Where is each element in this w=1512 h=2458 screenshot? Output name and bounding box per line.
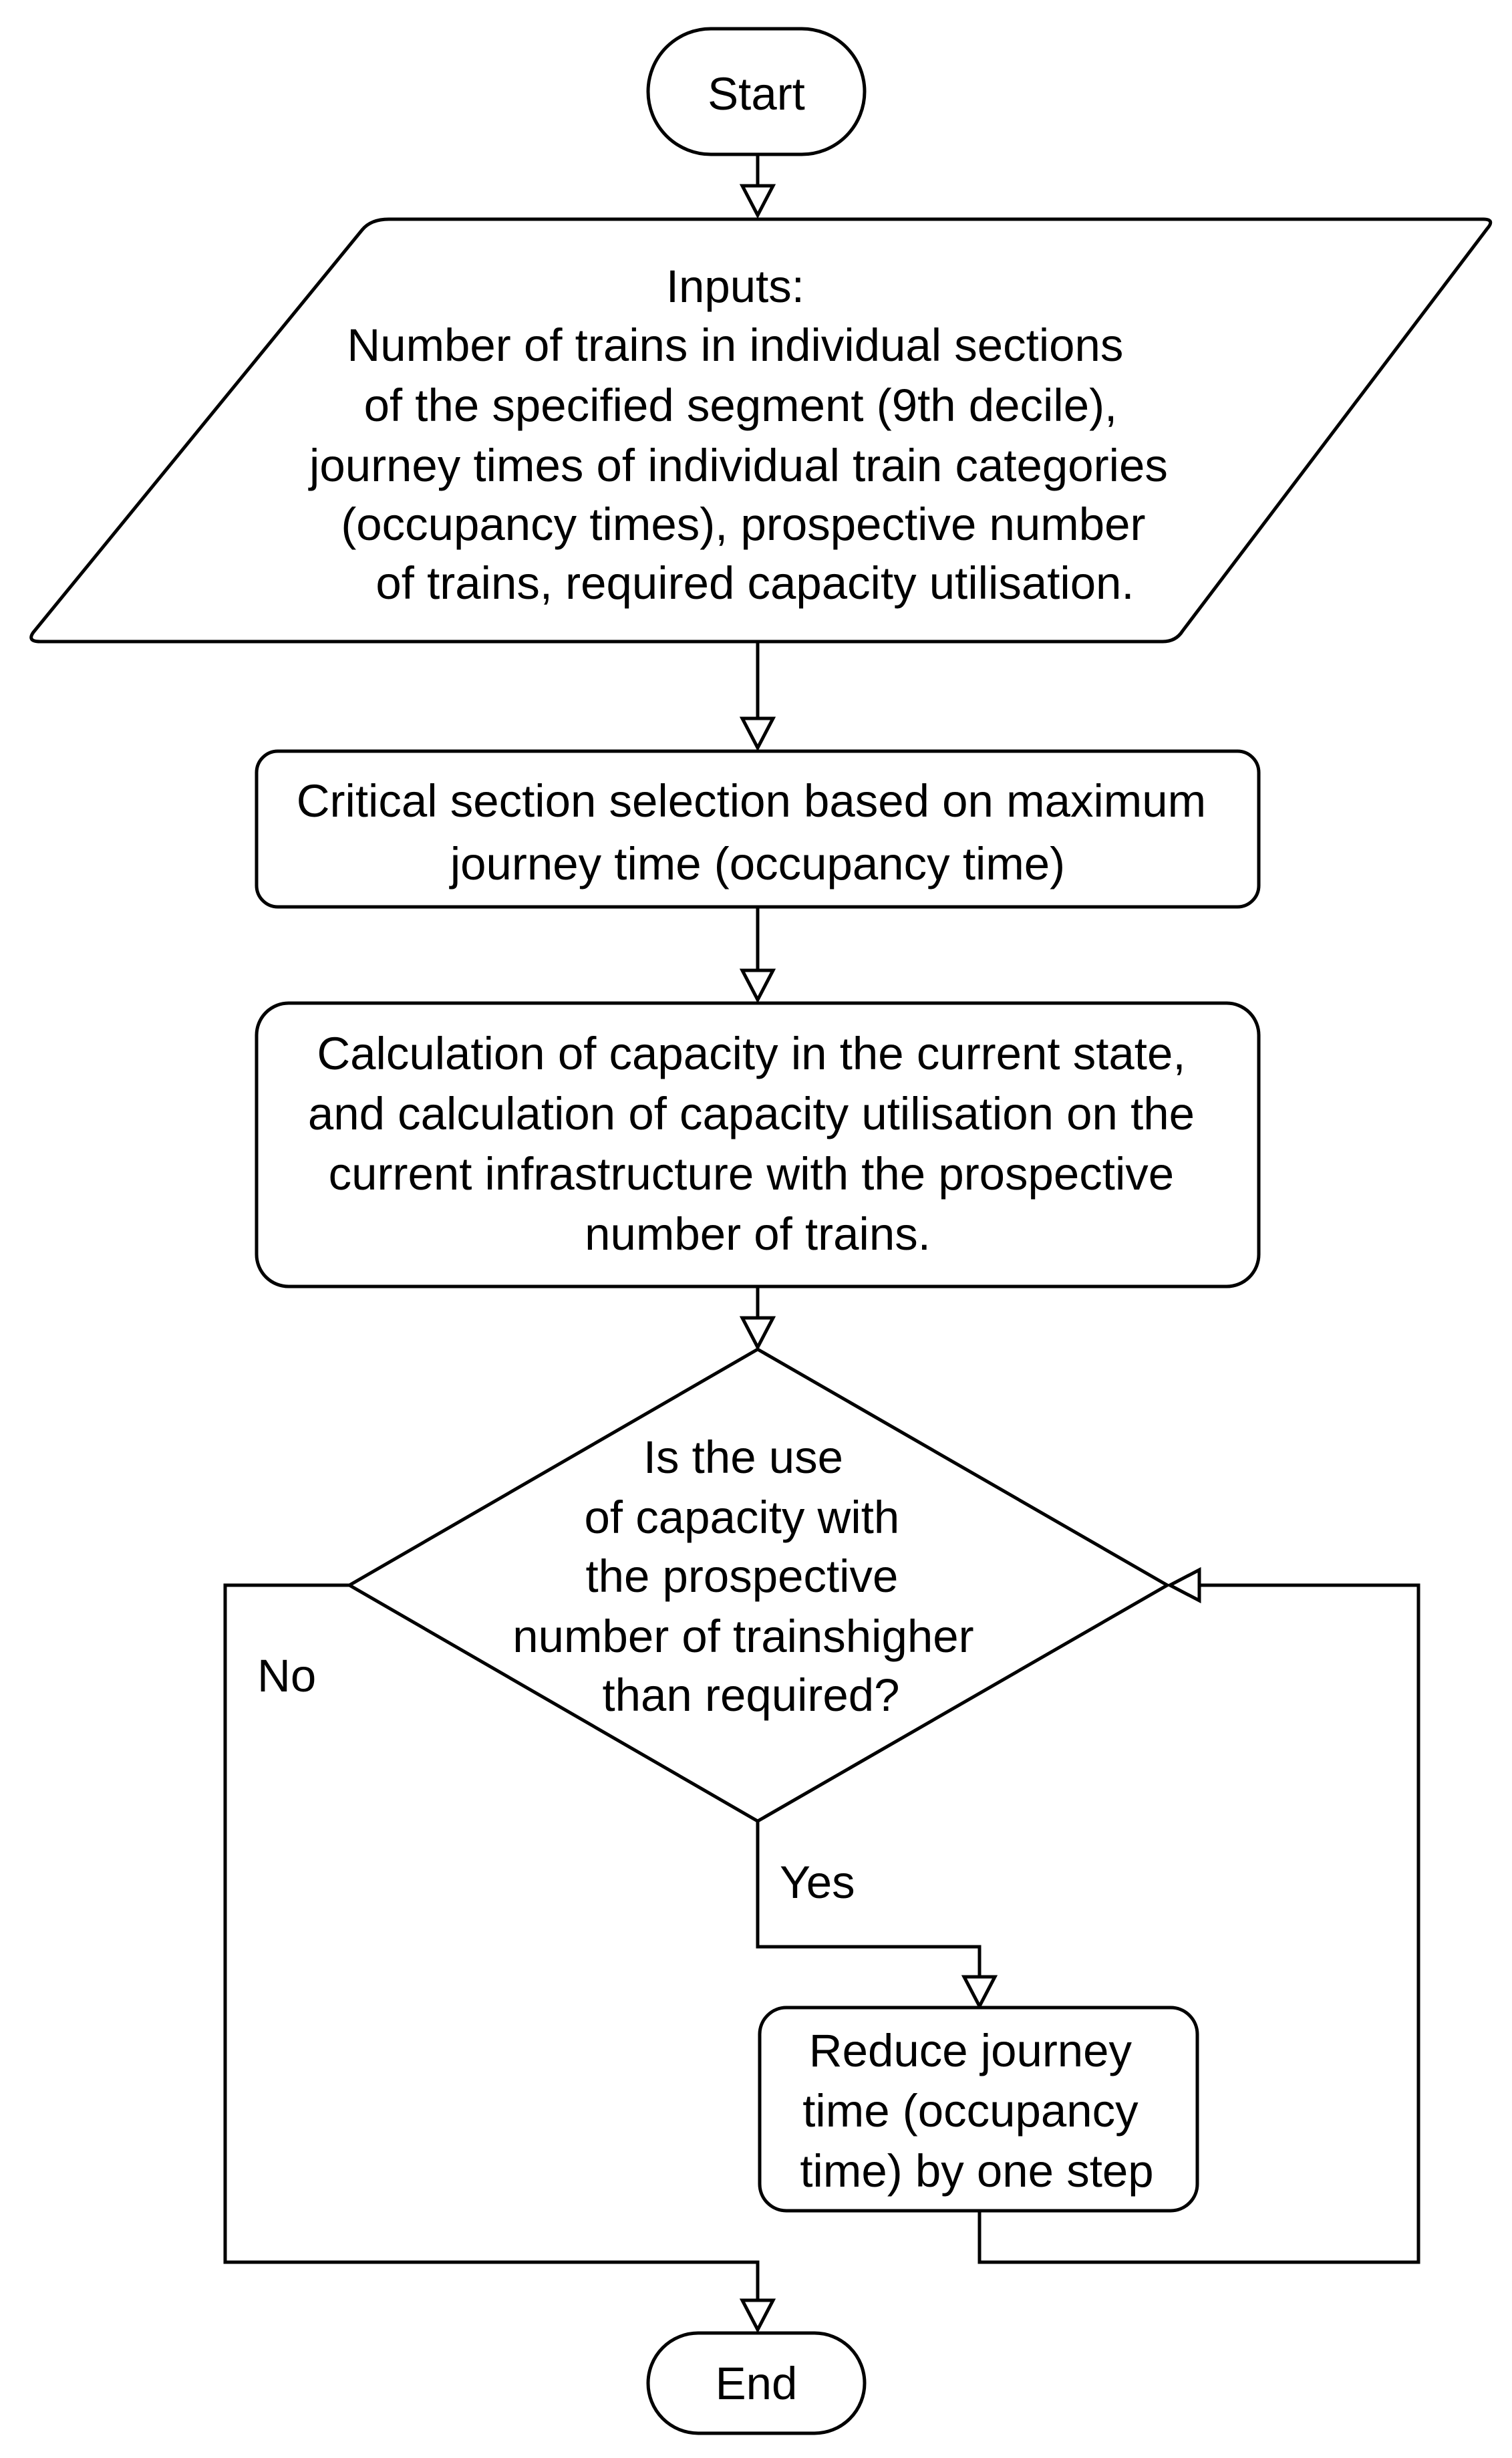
arrowhead <box>1166 1566 1201 1604</box>
decision-line: than required? <box>603 1669 900 1721</box>
reduce-line: Reduce journey <box>809 2025 1132 2076</box>
inputs-line: of trains, required capacity utilisation… <box>375 557 1134 609</box>
start-label: Start <box>708 68 805 120</box>
arrowhead <box>739 2298 776 2334</box>
critical-section-node: Critical section selection based on maxi… <box>255 749 1261 909</box>
edge-yes-branch: Yes <box>756 1821 998 2010</box>
reduce-line: time) by one step <box>800 2145 1153 2197</box>
arrowhead <box>739 716 776 752</box>
decision-line: number of trainshigher <box>512 1611 973 1662</box>
edge-calculation-to-decision <box>739 1286 776 1351</box>
edge-critical-to-calculation <box>739 907 776 1004</box>
yes-label: Yes <box>780 1857 855 1908</box>
calculation-line: number of trains. <box>585 1208 931 1260</box>
critical-section-text: Critical section selection based on maxi… <box>297 775 1219 890</box>
decision-line: of capacity with <box>585 1492 900 1543</box>
critical-line: Critical section selection based on maxi… <box>297 775 1206 827</box>
arrowhead <box>739 184 776 219</box>
calculation-line: current infrastructure with the prospect… <box>329 1148 1175 1200</box>
critical-line: journey time (occupancy time) <box>449 838 1065 890</box>
arrowhead <box>739 968 776 1004</box>
inputs-line: Inputs: <box>666 261 804 312</box>
edge-start-to-inputs <box>739 154 776 219</box>
inputs-line: Number of trains in individual sections <box>347 319 1123 371</box>
decision-node: Is the use of capacity with the prospect… <box>346 1347 1171 1823</box>
inputs-text: Inputs: Number of trains in individual s… <box>308 261 1181 609</box>
edge-loop-back <box>977 1566 1420 2264</box>
reduce-node: Reduce journey time (occupancy time) by … <box>758 2006 1199 2213</box>
arrowhead <box>961 1975 998 2010</box>
edge-inputs-to-critical <box>739 642 776 752</box>
end-node: End <box>646 2331 867 2435</box>
decision-line: the prospective <box>585 1550 898 1602</box>
calculation-text: Calculation of capacity in the current s… <box>308 1028 1207 1260</box>
arrowhead <box>739 1316 776 1351</box>
reduce-line: time (occupancy <box>802 2085 1139 2137</box>
no-label: No <box>257 1650 316 1701</box>
end-label: End <box>716 2358 798 2409</box>
decision-text: Is the use of capacity with the prospect… <box>512 1431 987 1721</box>
calculation-node: Calculation of capacity in the current s… <box>255 1001 1261 1288</box>
inputs-line: of the specified segment (9th decile), <box>364 380 1118 431</box>
inputs-line: (occupancy times), prospective number <box>341 499 1145 550</box>
calculation-line: Calculation of capacity in the current s… <box>317 1028 1185 1079</box>
reduce-text: Reduce journey time (occupancy time) by … <box>800 2025 1153 2197</box>
decision-line: Is the use <box>643 1431 843 1483</box>
edge-no-branch: No <box>223 1583 776 2334</box>
start-node: Start <box>646 27 867 156</box>
calculation-line: and calculation of capacity utilisation … <box>308 1088 1195 1139</box>
inputs-line: journey times of individual train catego… <box>308 440 1168 491</box>
inputs-node: Inputs: Number of trains in individual s… <box>29 217 1493 644</box>
